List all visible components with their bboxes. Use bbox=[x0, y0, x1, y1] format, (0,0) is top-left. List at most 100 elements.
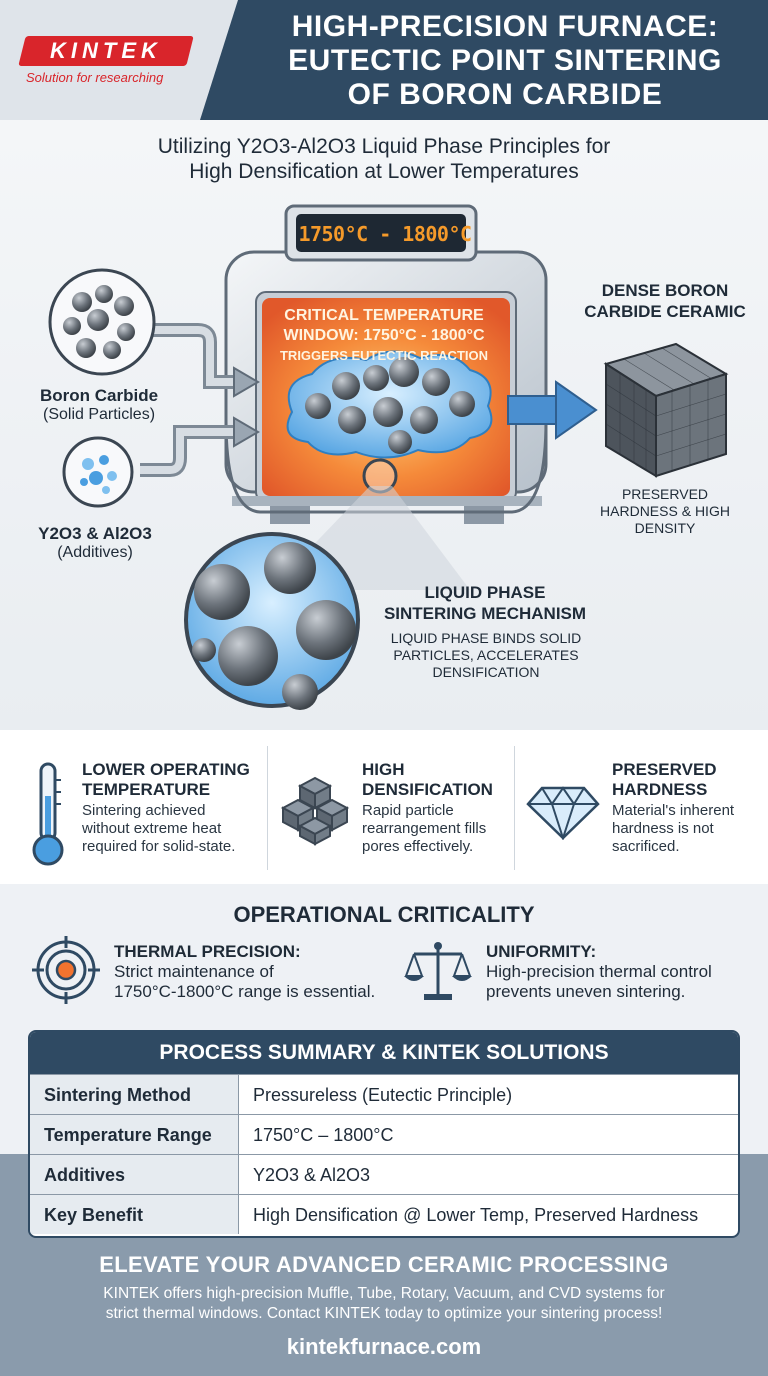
cta-description: KINTEK offers high-precision Muffle, Tub… bbox=[30, 1284, 738, 1324]
table-row: Additives Y2O3 & Al2O3 bbox=[30, 1154, 738, 1194]
mechanism-title: LIQUID PHASE SINTERING MECHANISM bbox=[370, 582, 600, 624]
furnace-title-line-2: WINDOW: 1750°C - 1800°C bbox=[283, 327, 485, 344]
operational-section: OPERATIONAL CRITICALITY THERMAL PRECISIO… bbox=[0, 884, 768, 1032]
benefit-preserved-hardness: PRESERVED HARDNESS Material's inherent h… bbox=[612, 760, 762, 860]
table-row: Temperature Range 1750°C – 1800°C bbox=[30, 1114, 738, 1154]
benefit-desc: Rapid particle rearrangement fills pores… bbox=[362, 802, 512, 856]
row-label: Sintering Method bbox=[30, 1075, 239, 1114]
furnace-illustration bbox=[48, 204, 729, 710]
mechanism-desc-line-2: PARTICLES, ACCELERATES bbox=[393, 647, 579, 663]
op-desc-line-2: 1750°C-1800°C range is essential. bbox=[114, 982, 376, 1001]
logo-tagline: Solution for researching bbox=[26, 70, 164, 85]
header: KINTEK Solution for researching HIGH-PRE… bbox=[0, 0, 768, 120]
input-boron-carbide: Boron Carbide (Solid Particles) bbox=[24, 386, 174, 424]
benefit-title-line-1: LOWER OPERATING bbox=[82, 760, 250, 779]
cta-desc-line-2: strict thermal windows. Contact KINTEK t… bbox=[105, 1305, 663, 1322]
benefit-high-densification: HIGH DENSIFICATION Rapid particle rearra… bbox=[362, 760, 512, 860]
input-additives: Y2O3 & Al2O3 (Additives) bbox=[20, 524, 170, 562]
table-title: PROCESS SUMMARY & KINTEK SOLUTIONS bbox=[30, 1032, 738, 1074]
op-title: THERMAL PRECISION: bbox=[114, 942, 301, 961]
row-value: Y2O3 & Al2O3 bbox=[253, 1165, 371, 1185]
benefit-title-line-2: HARDNESS bbox=[612, 780, 708, 799]
logo-text: KINTEK bbox=[50, 38, 162, 63]
scale-icon bbox=[404, 942, 472, 1000]
title-line-1: HIGH-PRECISION FURNACE: bbox=[291, 10, 719, 43]
output-caption: PRESERVED HARDNESS & HIGH DENSITY bbox=[580, 486, 750, 537]
benefit-desc-line-1: Sintering achieved bbox=[82, 802, 206, 819]
cta-heading: ELEVATE YOUR ADVANCED CERAMIC PROCESSING bbox=[99, 1252, 669, 1277]
subtitle-line-2: High Densification at Lower Temperatures bbox=[189, 160, 579, 183]
row-label: Temperature Range bbox=[30, 1115, 239, 1154]
benefit-desc-line-1: Rapid particle bbox=[362, 802, 454, 819]
benefit-desc-line-2: without extreme heat bbox=[82, 820, 222, 837]
op-desc-line-2: prevents uneven sintering. bbox=[486, 982, 686, 1001]
furnace-title: CRITICAL TEMPERATURE WINDOW: 1750°C - 18… bbox=[262, 306, 506, 366]
cta-desc-line-1: KINTEK offers high-precision Muffle, Tub… bbox=[103, 1285, 665, 1302]
benefit-title-line-2: DENSIFICATION bbox=[362, 780, 493, 799]
benefit-desc-line-2: rearrangement fills bbox=[362, 820, 487, 837]
benefit-desc-line-1: Material's inherent bbox=[612, 802, 735, 819]
furnace-title-line-1: CRITICAL TEMPERATURE bbox=[284, 307, 484, 324]
website-link[interactable]: kintekfurnace.com bbox=[286, 1334, 482, 1359]
header-band bbox=[200, 0, 768, 120]
input-pipes bbox=[140, 323, 260, 477]
title-line-3: OF BORON CARBIDE bbox=[347, 78, 663, 111]
output-caption-line-1: PRESERVED bbox=[621, 486, 709, 502]
kintek-logo[interactable]: KINTEK Solution for researching bbox=[14, 36, 194, 85]
temperature-display: 1750°C - 1800°C bbox=[298, 222, 472, 246]
furnace-subtitle: TRIGGERS EUTECTIC REACTION bbox=[279, 348, 488, 363]
mechanism-desc: LIQUID PHASE BINDS SOLID PARTICLES, ACCE… bbox=[358, 630, 614, 681]
row-value: Pressureless (Eutectic Principle) bbox=[253, 1085, 513, 1105]
mechanism-title-line-2: SINTERING MECHANISM bbox=[383, 604, 587, 623]
op-desc-line-1: High-precision thermal control bbox=[486, 962, 712, 981]
divider bbox=[514, 746, 515, 870]
benefit-desc-line-3: required for solid-state. bbox=[82, 838, 236, 855]
op-uniformity: UNIFORMITY: High-precision thermal contr… bbox=[486, 942, 756, 1002]
op-desc-line-1: Strict maintenance of bbox=[114, 962, 274, 981]
row-value: High Densification @ Lower Temp, Preserv… bbox=[253, 1205, 699, 1225]
op-title: UNIFORMITY: bbox=[486, 942, 597, 961]
benefit-desc: Material's inherent hardness is not sacr… bbox=[612, 802, 762, 856]
benefit-desc-line-3: pores effectively. bbox=[362, 838, 474, 855]
benefit-desc-line-2: hardness is not bbox=[612, 820, 714, 837]
row-label: Additives bbox=[30, 1155, 239, 1194]
benefit-lower-temp: LOWER OPERATING TEMPERATURE Sintering ac… bbox=[82, 760, 262, 860]
mechanism-desc-line-1: LIQUID PHASE BINDS SOLID bbox=[390, 630, 582, 646]
mechanism-title-line-1: LIQUID PHASE bbox=[424, 583, 546, 602]
output-caption-line-2: HARDNESS & HIGH bbox=[600, 503, 730, 519]
benefit-title-line-2: TEMPERATURE bbox=[82, 780, 211, 799]
output-arrow-icon bbox=[507, 380, 598, 440]
benefit-desc: Sintering achieved without extreme heat … bbox=[82, 802, 262, 856]
benefit-title-line-1: PRESERVED bbox=[612, 760, 717, 779]
page-title: HIGH-PRECISION FURNACE: EUTECTIC POINT S… bbox=[250, 10, 760, 112]
input-note: (Solid Particles) bbox=[42, 406, 156, 423]
title-line-2: EUTECTIC POINT SINTERING bbox=[288, 44, 722, 77]
particles-icon bbox=[48, 268, 156, 376]
subtitle-line-1: Utilizing Y2O3-Al2O3 Liquid Phase Princi… bbox=[157, 135, 611, 158]
output-caption-line-3: DENSITY bbox=[634, 520, 696, 536]
subtitle: Utilizing Y2O3-Al2O3 Liquid Phase Princi… bbox=[0, 134, 768, 184]
benefit-desc-line-3: sacrificed. bbox=[612, 838, 680, 855]
output-title: DENSE BORON CARBIDE CERAMIC bbox=[570, 280, 760, 322]
row-value: 1750°C – 1800°C bbox=[253, 1125, 394, 1145]
input-name: Y2O3 & Al2O3 bbox=[38, 524, 152, 543]
mechanism-desc-line-3: DENSIFICATION bbox=[432, 664, 540, 680]
benefit-title-line-1: HIGH bbox=[362, 760, 405, 779]
output-title-line-2: CARBIDE CERAMIC bbox=[584, 302, 746, 321]
summary-table: PROCESS SUMMARY & KINTEK SOLUTIONS Sinte… bbox=[28, 1030, 740, 1238]
thermometer-icon bbox=[32, 762, 64, 866]
divider bbox=[267, 746, 268, 870]
table-row: Key Benefit High Densification @ Lower T… bbox=[30, 1194, 738, 1234]
cubes-icon bbox=[280, 776, 350, 846]
zoom-lens bbox=[184, 532, 360, 710]
benefits-section: LOWER OPERATING TEMPERATURE Sintering ac… bbox=[0, 730, 768, 884]
input-name: Boron Carbide bbox=[39, 386, 159, 405]
section-title: OPERATIONAL CRITICALITY bbox=[233, 902, 535, 927]
footer: ELEVATE YOUR ADVANCED CERAMIC PROCESSING… bbox=[0, 1238, 768, 1376]
hero-diagram: Utilizing Y2O3-Al2O3 Liquid Phase Princi… bbox=[0, 120, 768, 730]
input-note: (Additives) bbox=[57, 544, 133, 561]
diamond-icon bbox=[526, 786, 600, 840]
dense-cube-icon bbox=[603, 342, 729, 478]
liquid-phase-cloud bbox=[286, 350, 493, 494]
op-thermal-precision: THERMAL PRECISION: Strict maintenance of… bbox=[114, 942, 404, 1002]
